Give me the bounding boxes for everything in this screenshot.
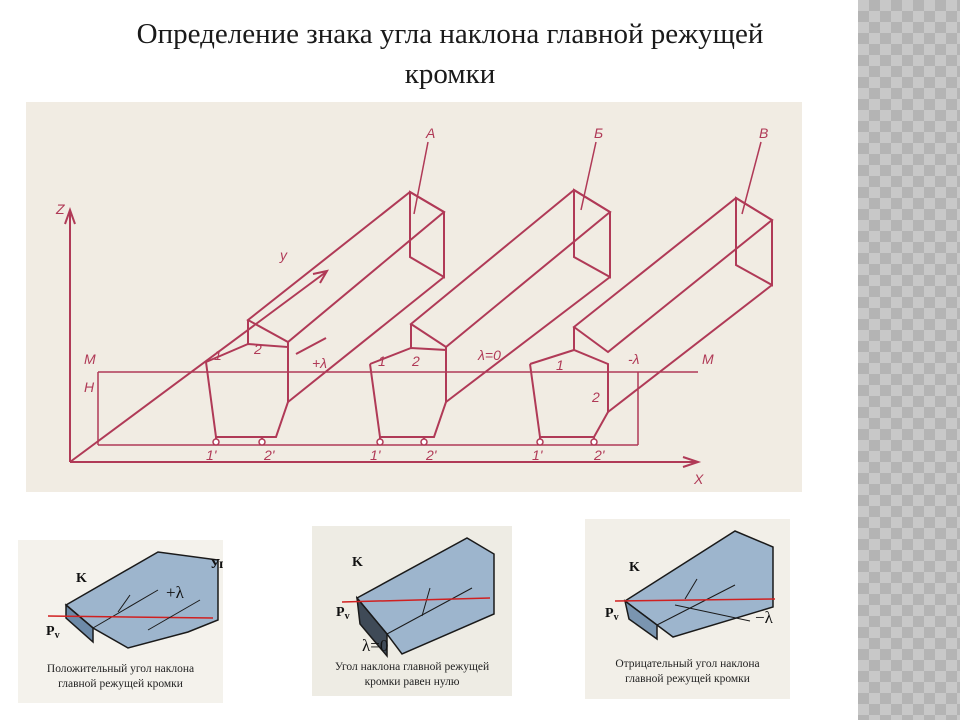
z-axis-arrow [64, 207, 76, 225]
tool-v [529, 196, 774, 445]
diagram-svg: Z y X M M H А Б В 1 2 1' 2' +λ 1 2 1' 2'… [55, 125, 774, 487]
plane-h-label: H [84, 379, 95, 395]
photo3-k-label: K [629, 560, 640, 575]
title-line-1: Определение знака угла наклона главной р… [136, 18, 764, 50]
tool-v-angle: -λ [628, 351, 640, 367]
tool-a-angle: +λ [312, 355, 327, 371]
photo2-caption: Угол наклона главной режущей кромки раве… [334, 661, 490, 688]
tool-geometry-diagram: Z y X M M H А Б В 1 2 1' 2' +λ 1 2 1' 2'… [26, 102, 802, 492]
photo-positive-angle: K Pv +λ Уг Положительный угол наклона гл… [18, 540, 223, 703]
tool-b-proj-1: 1' [370, 447, 382, 463]
photo2-p-label: Pv [336, 605, 350, 622]
tool-a [205, 190, 446, 445]
tool-v-label: В [759, 125, 768, 141]
photo1-p-label: Pv [46, 624, 60, 641]
photo1-extra-text: Уг [210, 557, 223, 572]
photo2-k-label: K [352, 555, 363, 570]
photo1-k-label: K [76, 571, 87, 586]
tool-a-label: А [425, 125, 435, 141]
tool-b-point-2: 2 [411, 353, 420, 369]
tool-a-point-1: 1 [214, 347, 222, 363]
title-line-2: кромки [404, 58, 496, 90]
y-axis-arrow [312, 269, 330, 284]
z-axis-label: Z [55, 201, 65, 217]
tool-v-proj-2: 2' [593, 447, 606, 463]
tool-v-point-2: 2 [591, 389, 600, 405]
photo2-angle: λ=0 [362, 636, 388, 655]
tool-b-angle: λ=0 [477, 347, 501, 363]
photo3-p-label: Pv [605, 606, 619, 623]
photo-zero-angle: K Pv λ=0 Угол наклона главной режущей кр… [312, 526, 512, 696]
decorative-pattern-band [858, 0, 960, 720]
x-axis-arrow [682, 456, 702, 468]
tool-b [369, 188, 612, 445]
plane-m-label-left: M [84, 351, 96, 367]
tool-v-proj-1: 1' [532, 447, 544, 463]
photo1-angle: +λ [166, 583, 185, 602]
photo3-angle: −λ [755, 608, 774, 627]
y-axis-label: y [279, 247, 288, 263]
y-axis [69, 271, 327, 463]
tool-a-point-2: 2 [253, 341, 262, 357]
x-axis-label: X [693, 471, 704, 487]
tool-a-proj-1: 1' [206, 447, 218, 463]
page-title: Определение знака угла наклона главной р… [40, 14, 860, 94]
photo3-caption: Отрицательный угол наклона главной режущ… [615, 658, 760, 685]
plane-m-label-right: M [702, 351, 714, 367]
tool-v-point-1: 1 [556, 357, 564, 373]
tool-b-label: Б [594, 125, 603, 141]
tool-a-proj-2: 2' [263, 447, 276, 463]
tool-b-point-1: 1 [378, 353, 386, 369]
tool-b-proj-2: 2' [425, 447, 438, 463]
photo1-caption: Положительный угол наклона главной режущ… [46, 663, 195, 690]
photo-negative-angle: K Pv −λ Отрицательный угол наклона главн… [585, 519, 790, 699]
